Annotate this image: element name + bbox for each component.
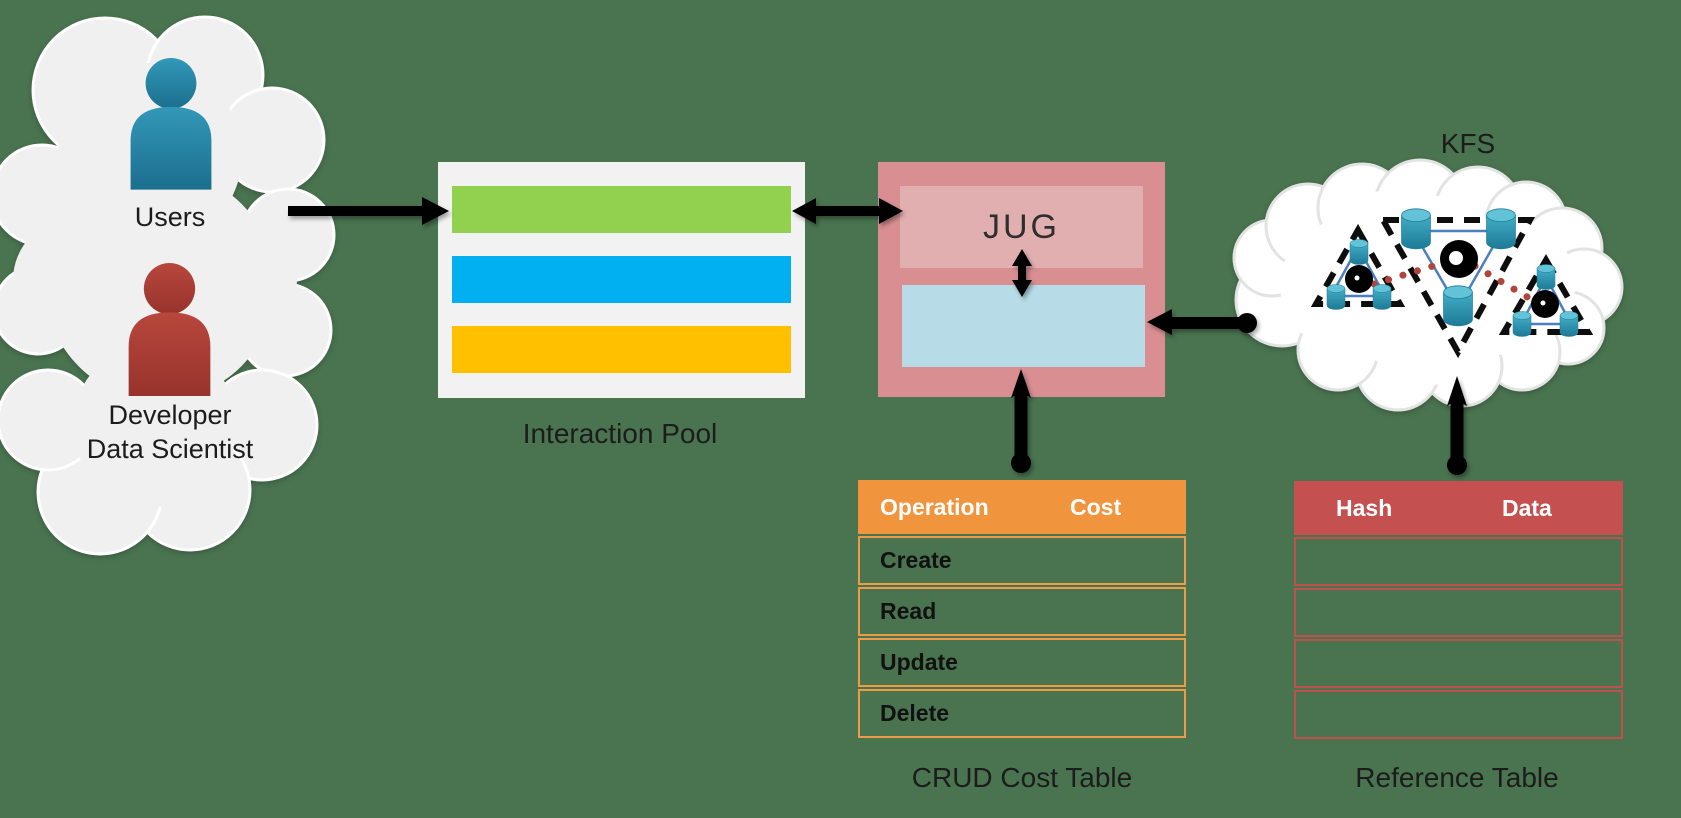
- users-label: Users: [134, 202, 206, 232]
- jug-title-box: JUG: [900, 186, 1143, 268]
- crud-table-header: Operation Cost: [858, 480, 1186, 534]
- table-row: [1294, 537, 1623, 586]
- crud-table-title: CRUD Cost Table: [911, 762, 1133, 793]
- jug-storage-box: [902, 285, 1145, 367]
- replication-dotted-line: [1370, 259, 1538, 305]
- reference-table-header: Hash Data: [1294, 481, 1623, 535]
- crud-header-cost: Cost: [1070, 494, 1122, 520]
- jug-label: JUG: [983, 207, 1060, 246]
- pool-bar-green: [452, 186, 791, 233]
- kfs-label: KFS: [1440, 128, 1496, 159]
- developer-label-line1: Developer: [108, 400, 232, 430]
- table-row: Create: [858, 536, 1186, 585]
- ref-header-hash: Hash: [1336, 495, 1393, 521]
- users-icon: [130, 58, 212, 190]
- reference-table: Hash Data: [1294, 481, 1623, 739]
- table-row: Update: [858, 638, 1186, 687]
- table-row: [1294, 588, 1623, 637]
- reference-table-title: Reference Table: [1355, 762, 1559, 793]
- table-row: [1294, 639, 1623, 688]
- pool-bar-blue: [452, 256, 791, 303]
- interaction-pool-box: [438, 162, 805, 398]
- kfs-network-graphic: [1310, 208, 1594, 359]
- table-row: Delete: [858, 689, 1186, 738]
- table-row: [1294, 690, 1623, 739]
- node-circles: [1345, 240, 1559, 318]
- crud-header-operation: Operation: [880, 494, 989, 520]
- jug-box: JUG: [878, 162, 1165, 397]
- table-row: Read: [858, 587, 1186, 636]
- dashed-triangles: [1310, 217, 1594, 359]
- interaction-pool-label: Interaction Pool: [522, 418, 718, 449]
- crud-cost-table: Operation Cost Create Read Update Delete: [858, 480, 1186, 738]
- pool-bar-orange: [452, 326, 791, 373]
- users-cloud-shape: [0, 15, 336, 556]
- ref-header-data: Data: [1502, 495, 1552, 521]
- developer-icon: [128, 263, 211, 396]
- developer-label-line2: Data Scientist: [86, 434, 254, 464]
